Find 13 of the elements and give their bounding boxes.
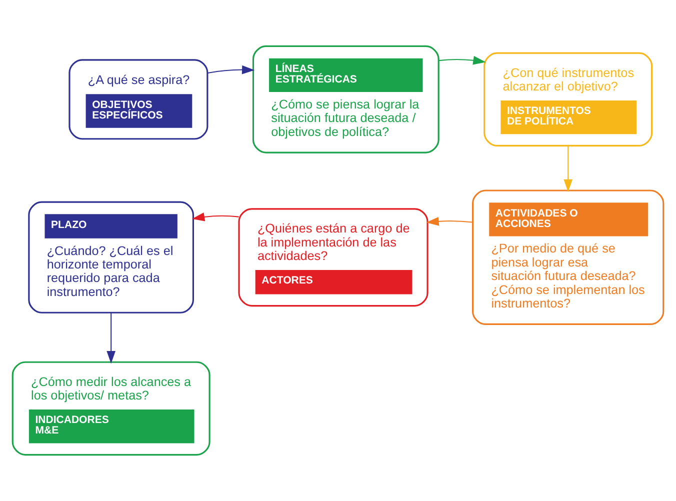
node-box: ACTIVIDADES O ACCIONES ¿Por medio de qué se piensa lograr esa situación futura deseada? ¿Cómo se implementan los instrumentos? [472,190,664,325]
arrow [438,56,486,65]
node-box: LÍNEAS ESTRATÉGICAS ¿Cómo se piensa lograr la situación futura deseada / objetivos de política? [252,45,440,154]
arrow [192,212,239,222]
node-box: ¿Cómo medir los alcances a los objetivos/ metas? INDICADORES M&E [12,361,210,456]
node-box: PLAZO ¿Cuándo? ¿Cuál es el horizonte temporal requerido para cada instrumento? [28,201,194,314]
node-box: ¿Quiénes están a cargo de la implementación de las actividades? ACTORES [238,208,428,307]
node-box: ¿A qué se aspira? OBJETIVOS ESPECÍFICOS [68,59,208,140]
arrow [564,146,573,192]
node-box: ¿Con qué instrumentos alcanzar el objetivo? INSTRUMENTOS DE POLÍTICA [484,52,653,147]
arrow [208,65,255,74]
arrow [106,313,116,364]
arrow [426,216,473,226]
